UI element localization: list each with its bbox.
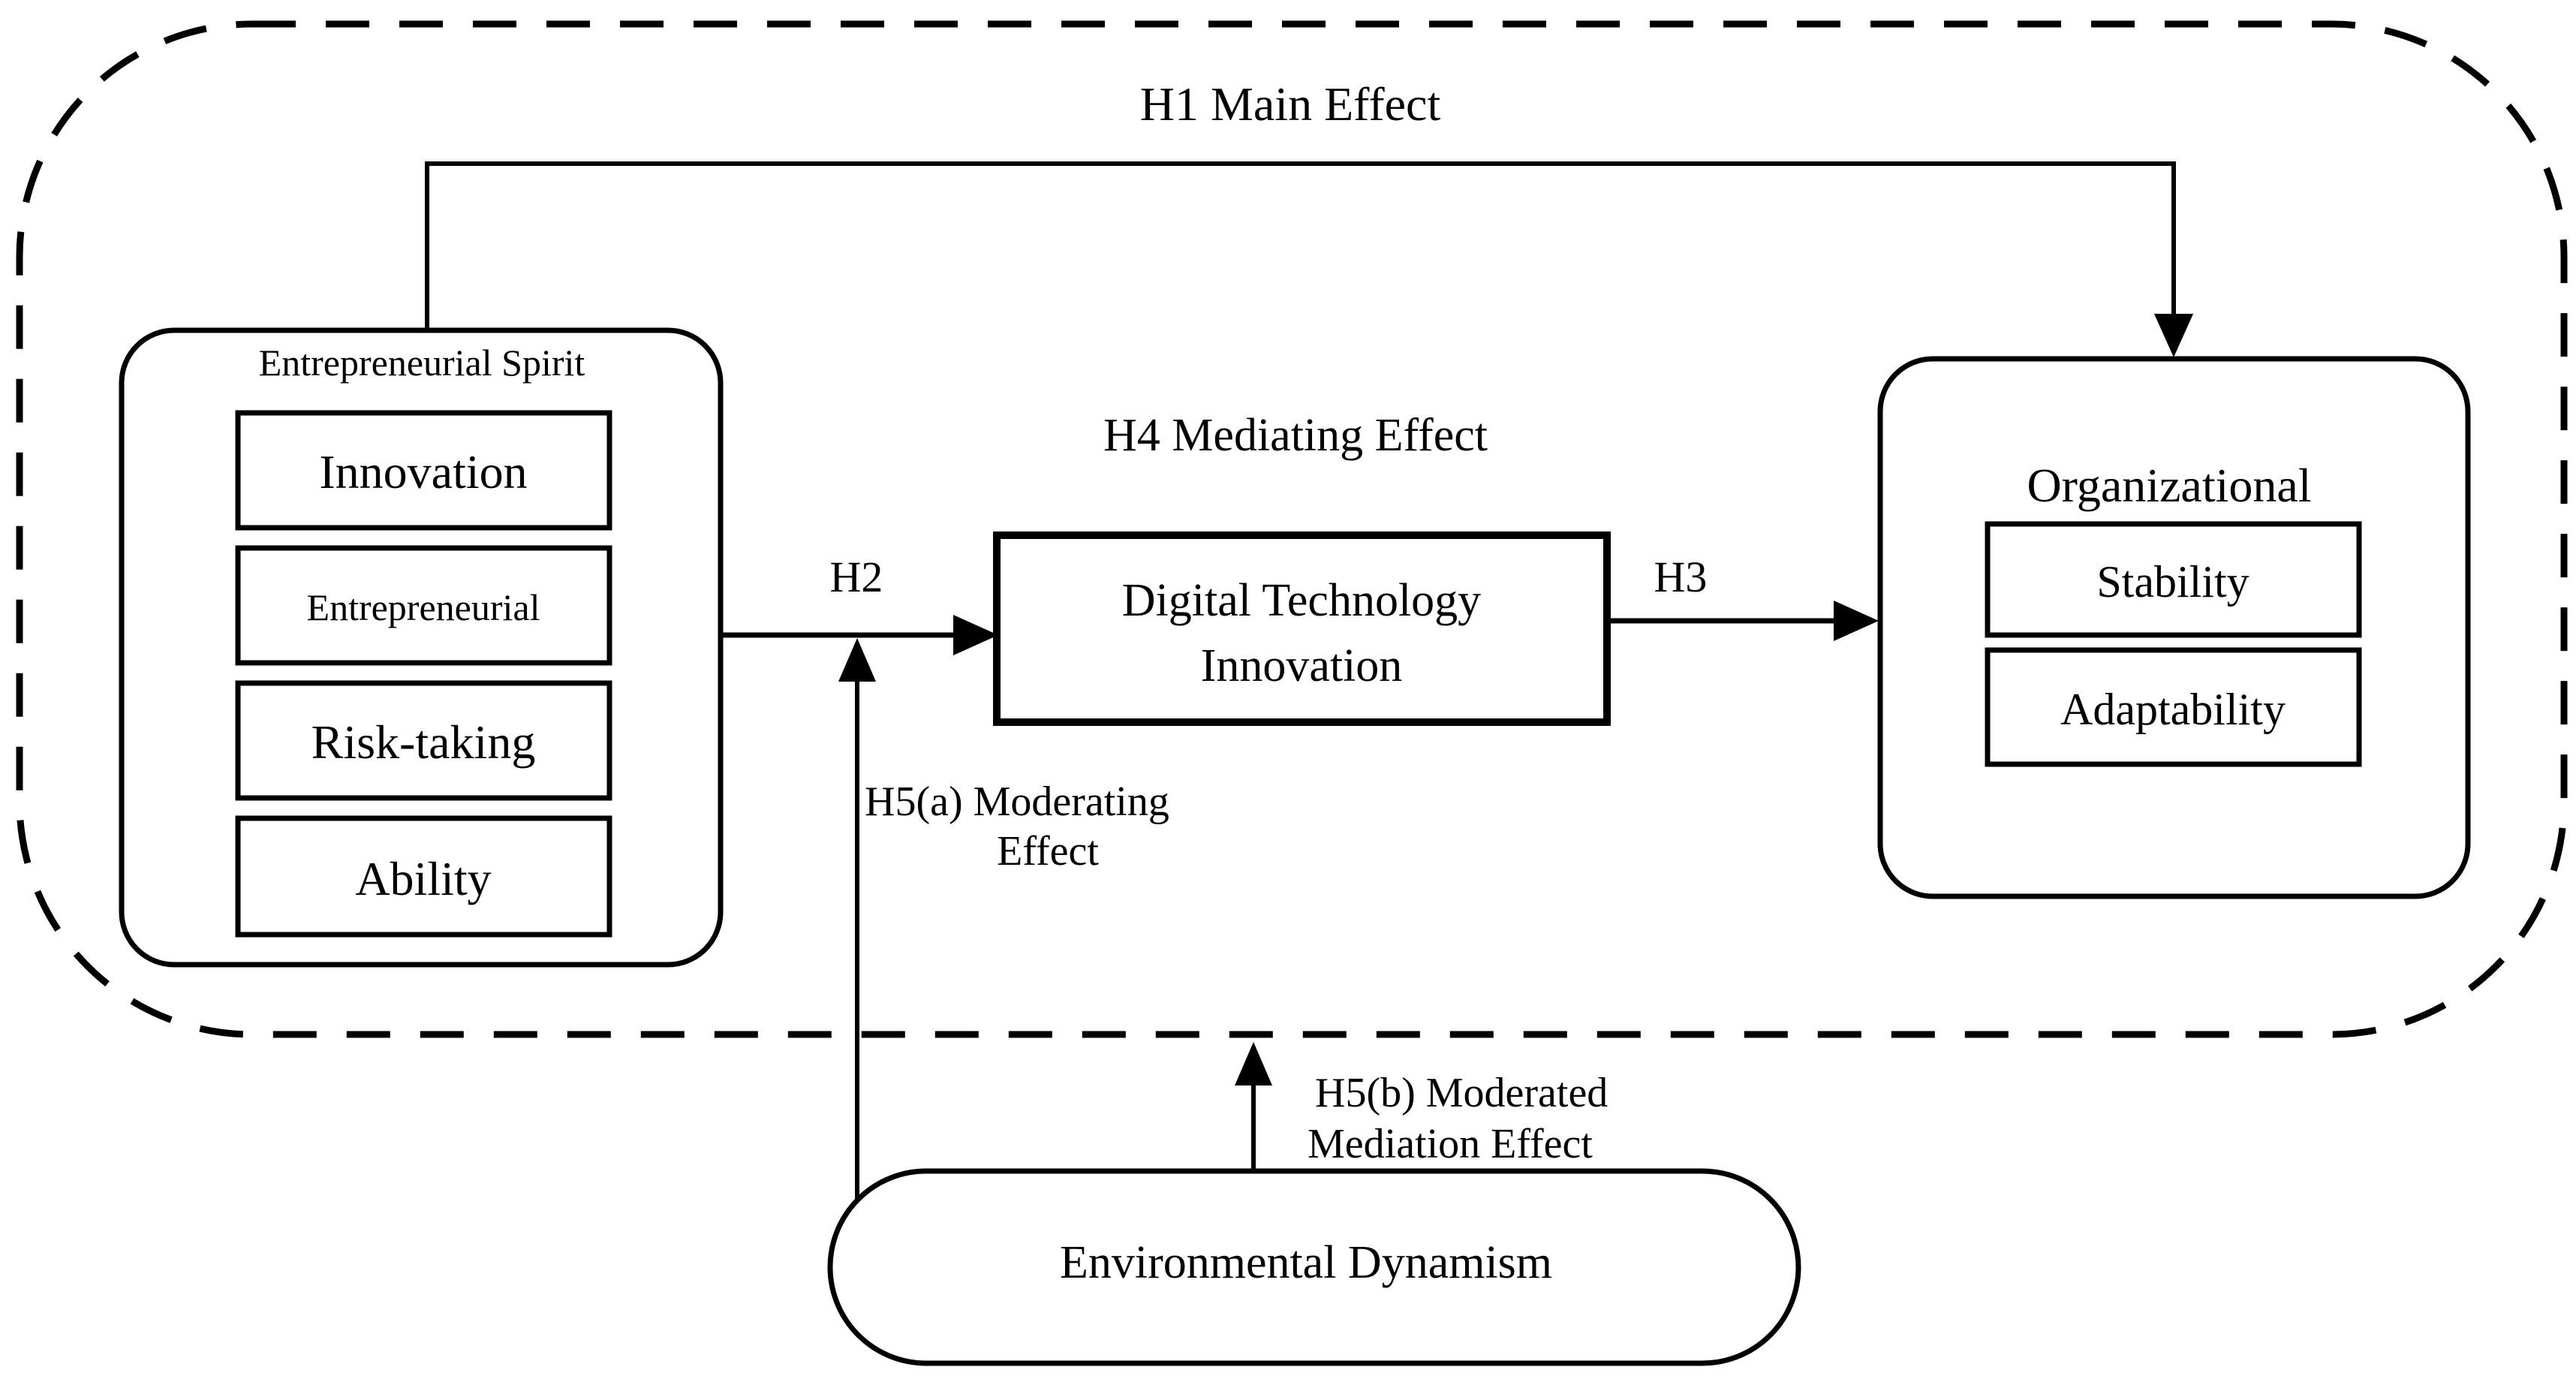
digital-technology-innovation-box <box>993 531 1611 726</box>
organizational-title: Organizational <box>2027 459 2311 512</box>
environmental-dynamism-box <box>827 1168 1801 1366</box>
entrepreneurial-spirit-title: Entrepreneurial Spirit <box>259 342 585 384</box>
environmental-dynamism-node: Environmental Dynamism <box>827 1168 1801 1366</box>
risk-taking-box <box>235 680 612 801</box>
risk-taking-label: Risk-taking <box>311 715 536 769</box>
stability-box <box>1985 521 2362 638</box>
digital-technology-innovation-node: Digital Technology Innovation <box>993 531 1611 726</box>
adaptability-box <box>1985 647 2362 767</box>
organizational-node: Organizational Stability Adaptability <box>1877 356 2471 899</box>
h5b-arrowhead-up-icon <box>1235 1042 1272 1085</box>
digital-technology-innovation-label-line2: Innovation <box>1201 640 1403 691</box>
ability-label: Ability <box>355 852 491 905</box>
h5a-label-line2: Effect <box>997 828 1099 875</box>
dashed-boundary <box>16 20 2568 1038</box>
h3-arrowhead-right-icon <box>1834 601 1879 641</box>
h5b-label-line2: Mediation Effect <box>1308 1121 1593 1167</box>
h2-arrowhead-right-icon <box>953 615 998 655</box>
innovation-box <box>235 410 612 531</box>
organizational-box <box>1877 356 2471 899</box>
h2-label: H2 <box>830 553 883 601</box>
h5a-label-line1: H5(a) Moderating <box>865 778 1169 825</box>
entrepreneurial-box <box>235 545 612 666</box>
h4-mediating-effect-label: H4 Mediating Effect <box>1103 410 1488 461</box>
entrepreneurial-spirit-node: Entrepreneurial Spirit Innovation Entrep… <box>119 327 724 968</box>
h5b-label-line1: H5(b) Moderated <box>1315 1070 1608 1116</box>
h5a-arrowhead-up-icon <box>838 638 876 682</box>
entrepreneurial-label: Entrepreneurial <box>307 586 540 628</box>
digital-technology-innovation-label-line1: Digital Technology <box>1122 575 1481 626</box>
entrepreneurial-spirit-box <box>119 327 724 968</box>
h1-arrowhead-down-icon <box>2154 314 2193 357</box>
innovation-label: Innovation <box>319 445 527 498</box>
adaptability-label: Adaptability <box>2060 685 2286 734</box>
ability-box <box>235 815 612 938</box>
h1-main-effect-line <box>425 161 2176 330</box>
h1-main-effect-label: H1 Main Effect <box>1140 77 1441 131</box>
h3-label: H3 <box>1654 553 1708 601</box>
stability-label: Stability <box>2096 557 2249 607</box>
environmental-dynamism-label: Environmental Dynamism <box>1060 1237 1552 1288</box>
